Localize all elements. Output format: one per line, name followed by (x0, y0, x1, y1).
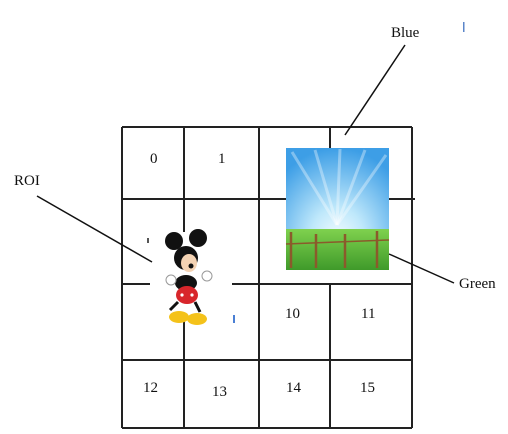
green-leader-line (388, 253, 455, 284)
cell-label-13: 13 (212, 384, 227, 400)
cell-label-15: 15 (360, 380, 375, 396)
cell-label-12: 12 (143, 380, 158, 396)
cell-label-0: 0 (150, 151, 158, 167)
cell-label-11: 11 (361, 306, 376, 322)
blue-leader-line (344, 44, 406, 136)
blue-label: Blue (391, 25, 420, 41)
roi-label: ROI (14, 173, 40, 189)
roi-leader-line (36, 195, 153, 263)
grid-lines (121, 126, 415, 429)
green-label: Green (459, 276, 496, 292)
cell-label-10: 10 (285, 306, 300, 322)
cell-label-14: 14 (286, 380, 301, 396)
mickey-figure (147, 229, 235, 325)
cell-label-1: 1 (218, 151, 226, 167)
sky-grass-image (285, 148, 390, 270)
speck-mark (463, 22, 465, 32)
